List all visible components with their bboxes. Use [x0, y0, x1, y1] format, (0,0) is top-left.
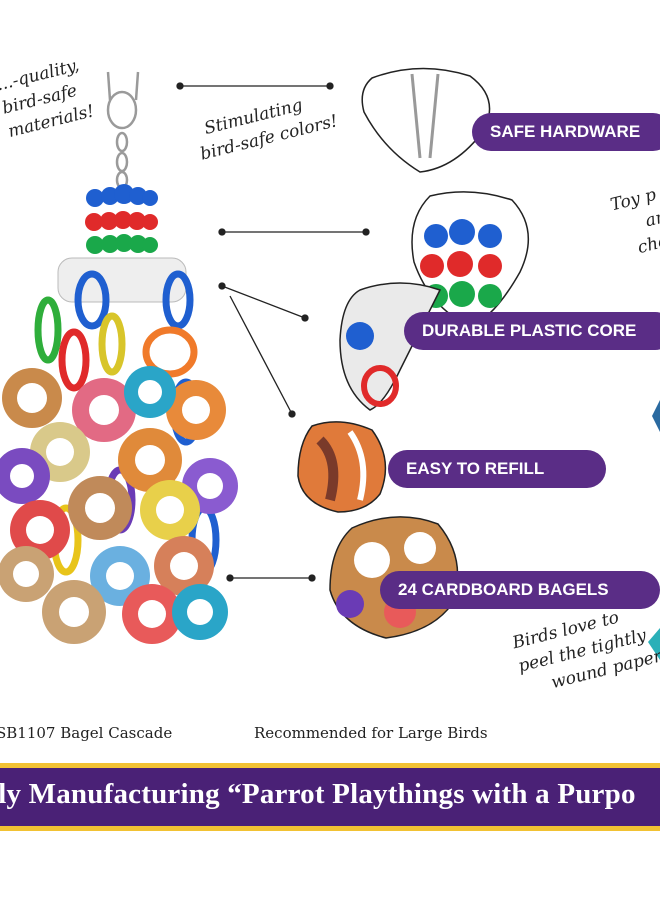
easy-to-refill-label: EASY TO REFILL [388, 450, 606, 488]
slogan-text: lly Manufacturing “Parrot Playthings wit… [0, 778, 636, 810]
core-detail [411, 191, 530, 327]
cardboard-bagels-label: 24 CARDBOARD BAGELS [380, 571, 660, 609]
edge-accent-blue [652, 400, 660, 432]
recommendation-caption: Recommended for Large Birds [254, 724, 488, 742]
chain [106, 71, 140, 190]
bead-stack [85, 184, 158, 254]
cardboard-rings [0, 270, 238, 644]
connector-lines [176, 82, 370, 582]
edge-accent-teal [648, 628, 660, 660]
safe-hardware-label: SAFE HARDWARE [472, 113, 660, 151]
durable-plastic-core-label: DURABLE PLASTIC CORE [404, 312, 660, 350]
product-sku-caption: SB1107 Bagel Cascade [0, 724, 173, 742]
hardware-detail [361, 67, 491, 173]
refill-detail [297, 421, 387, 513]
slogan-banner: lly Manufacturing “Parrot Playthings wit… [0, 763, 660, 831]
